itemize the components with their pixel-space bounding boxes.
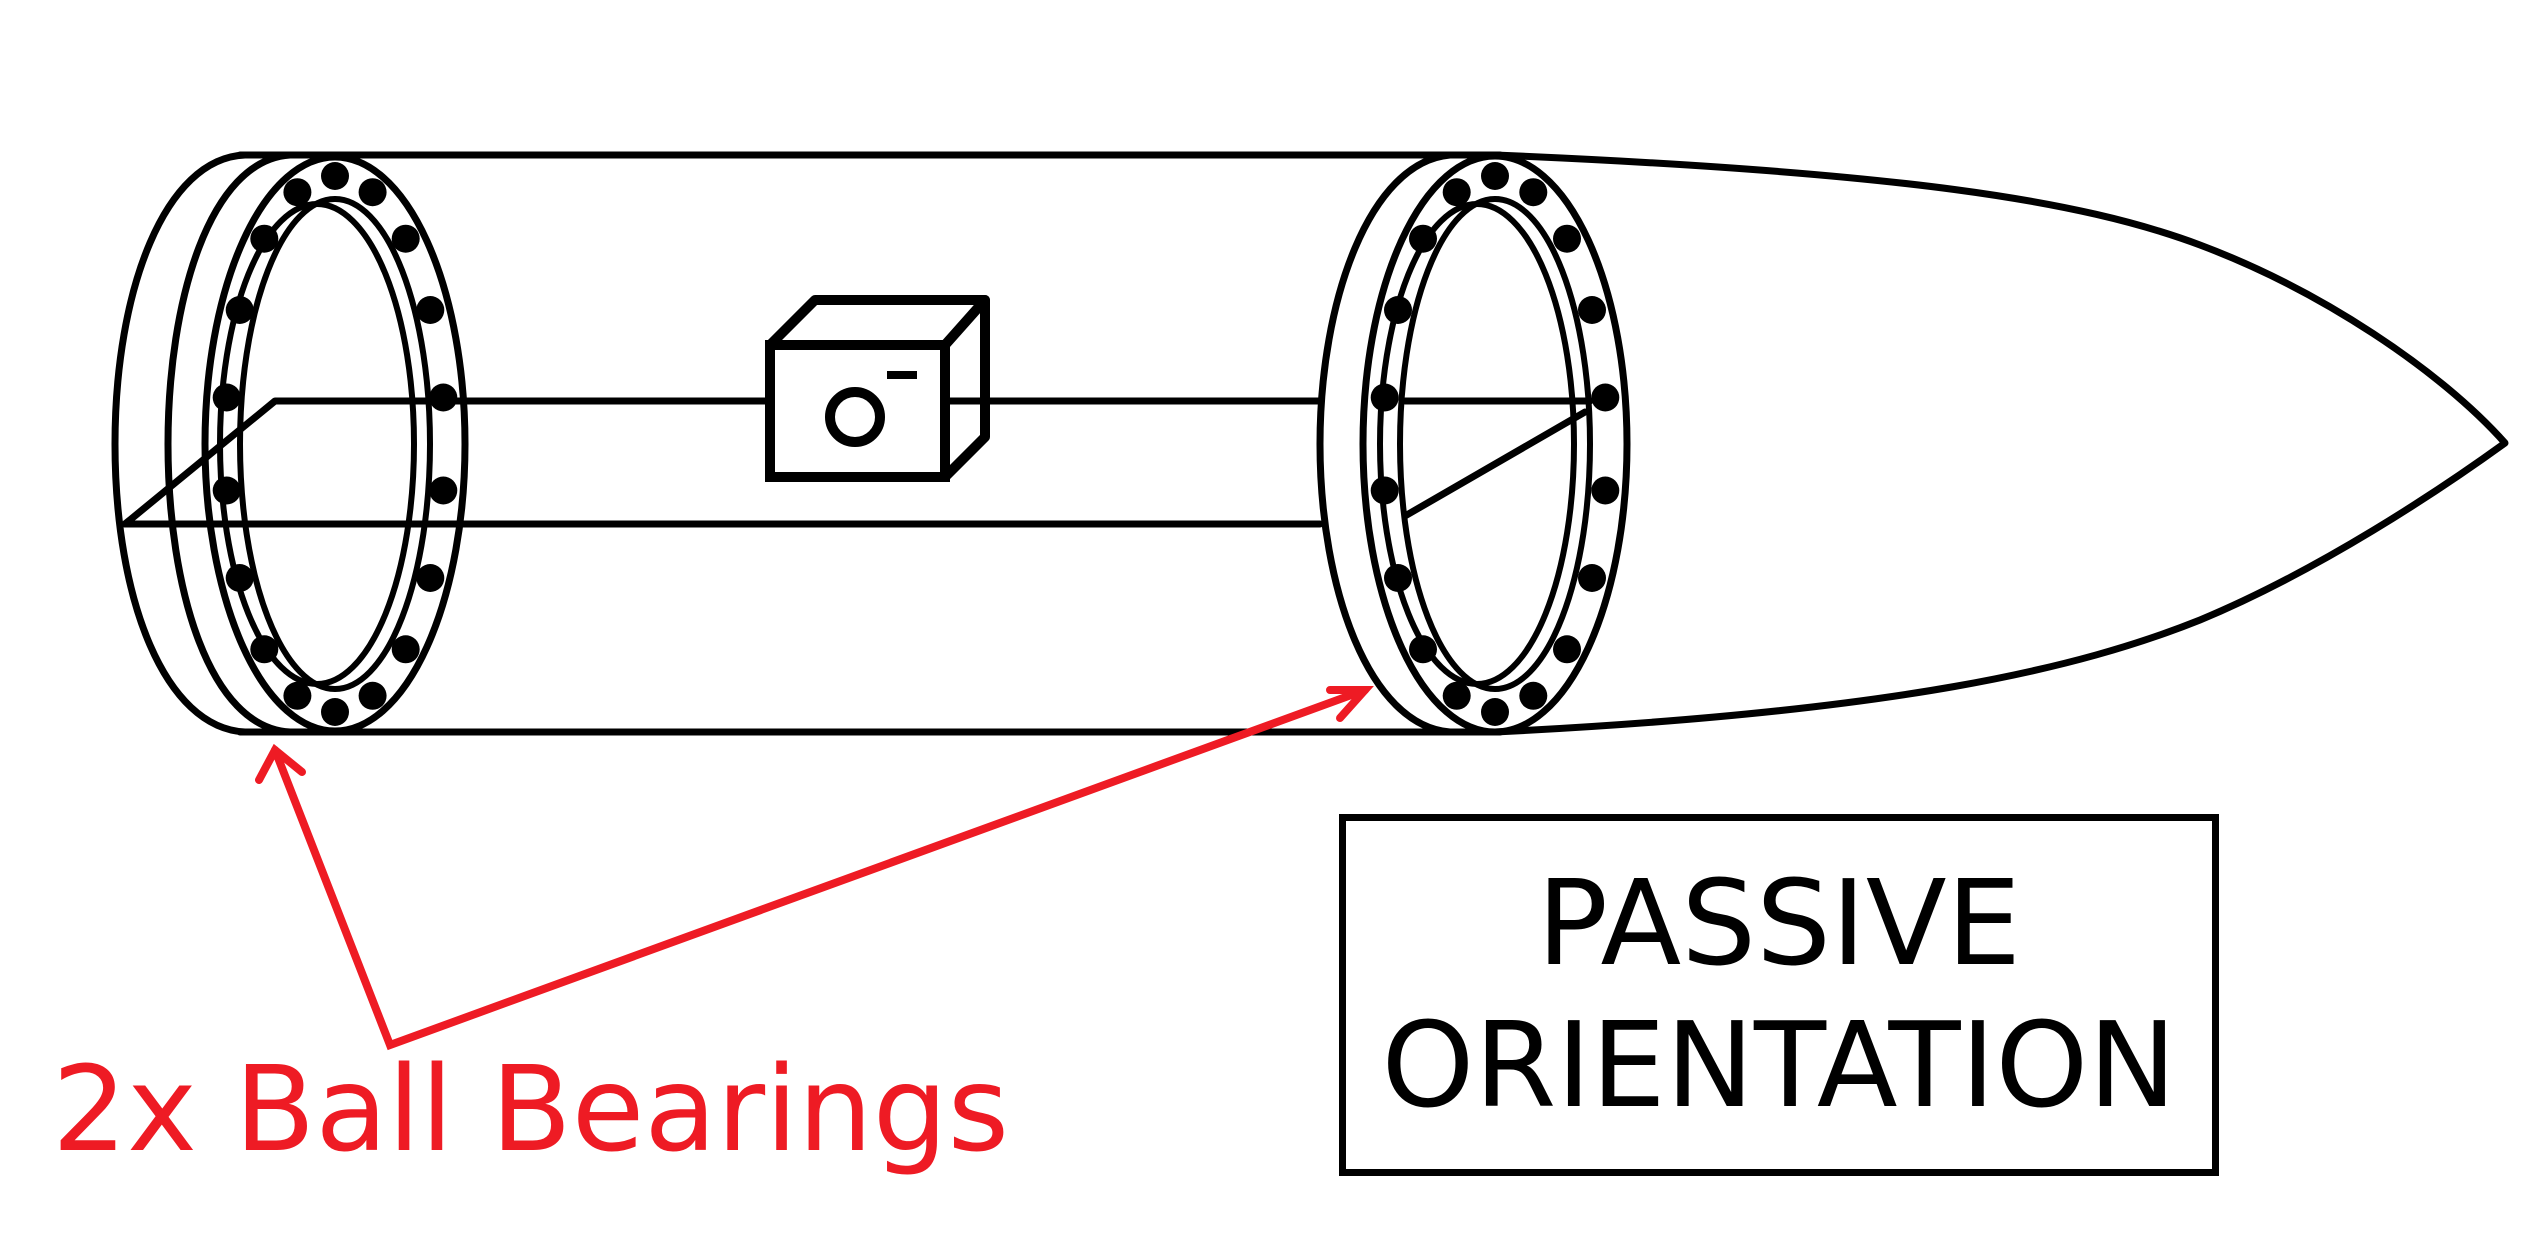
- bearing-ball: [391, 635, 420, 664]
- bearing-outer-race: [201, 153, 469, 735]
- bearing-inner-race: [1397, 196, 1593, 692]
- bearing-ball: [283, 681, 312, 710]
- rail-front-diagonal: [1401, 408, 1589, 520]
- label-box: PASSIVE ORIENTATION: [1339, 814, 2219, 1176]
- bearing-ball: [1409, 224, 1437, 253]
- arrowhead-front: [1326, 686, 1374, 722]
- bearing-ball: [1370, 476, 1399, 505]
- bearing-ball: [429, 476, 458, 505]
- bearing-ball: [1591, 383, 1620, 412]
- bearing-ball: [1481, 698, 1509, 726]
- camera-icon: [765, 295, 990, 482]
- nose-cone: [1491, 151, 2509, 736]
- bearing-ball: [358, 681, 387, 710]
- callout-arrows: [255, 686, 1374, 1051]
- bearing-ball: [1384, 564, 1412, 592]
- bearing-ball: [429, 383, 458, 412]
- bearing-ball: [212, 476, 241, 505]
- bearing-ball: [321, 162, 349, 190]
- bearing-inner-race: [237, 196, 433, 692]
- bearing-ball: [1578, 564, 1606, 592]
- bearing-outer-race: [1359, 152, 1631, 736]
- ball-bearing-icon: [164, 151, 469, 736]
- bearing-ball: [1370, 383, 1399, 412]
- bearing-ball: [1553, 224, 1581, 253]
- bearing-ball: [250, 224, 279, 253]
- bearing-ball: [1519, 178, 1548, 207]
- arrowhead-rear: [255, 743, 306, 784]
- callout-arrow-line: [271, 686, 1369, 1051]
- rail-top-edge: [121, 397, 1324, 528]
- bearing-ball: [225, 296, 254, 324]
- bearing-bore: [217, 201, 417, 687]
- bearing-ball: [225, 564, 254, 592]
- bearing-ball: [1578, 296, 1606, 324]
- bearing-ball: [321, 698, 349, 726]
- bearing-outer-rim: [1316, 151, 1454, 736]
- bearing-ball: [1442, 178, 1471, 207]
- bearing-ball: [1591, 476, 1620, 505]
- internal-rail: [121, 397, 1324, 528]
- bearing-ball: [250, 635, 279, 664]
- bearing-ball: [391, 224, 420, 253]
- body-tube: [111, 151, 1504, 736]
- bearing-bore: [1377, 201, 1577, 687]
- bearing-balls: [212, 162, 458, 726]
- label-line-2: ORIENTATION: [1381, 996, 2177, 1134]
- bearing-ball: [1481, 162, 1509, 190]
- left-end-cap: [111, 151, 249, 736]
- bearing-ball: [1409, 635, 1437, 664]
- callout-label: 2x Ball Bearings: [52, 1040, 1010, 1178]
- bearing-ball: [358, 178, 387, 207]
- bearing-outer-rim: [164, 151, 294, 736]
- bearing-ball: [416, 296, 445, 324]
- bearing-ball: [416, 564, 445, 592]
- ball-bearing-icon: [1316, 151, 1631, 736]
- bearing-ball: [1553, 635, 1581, 664]
- bearing-ball: [212, 383, 241, 412]
- label-line-1: PASSIVE: [1536, 854, 2022, 993]
- bearing-ball: [1442, 681, 1471, 710]
- bearing-ball: [283, 178, 312, 207]
- bearing-ball: [1384, 296, 1412, 324]
- bearing-ball: [1519, 681, 1548, 710]
- bearing-balls: [1370, 162, 1620, 726]
